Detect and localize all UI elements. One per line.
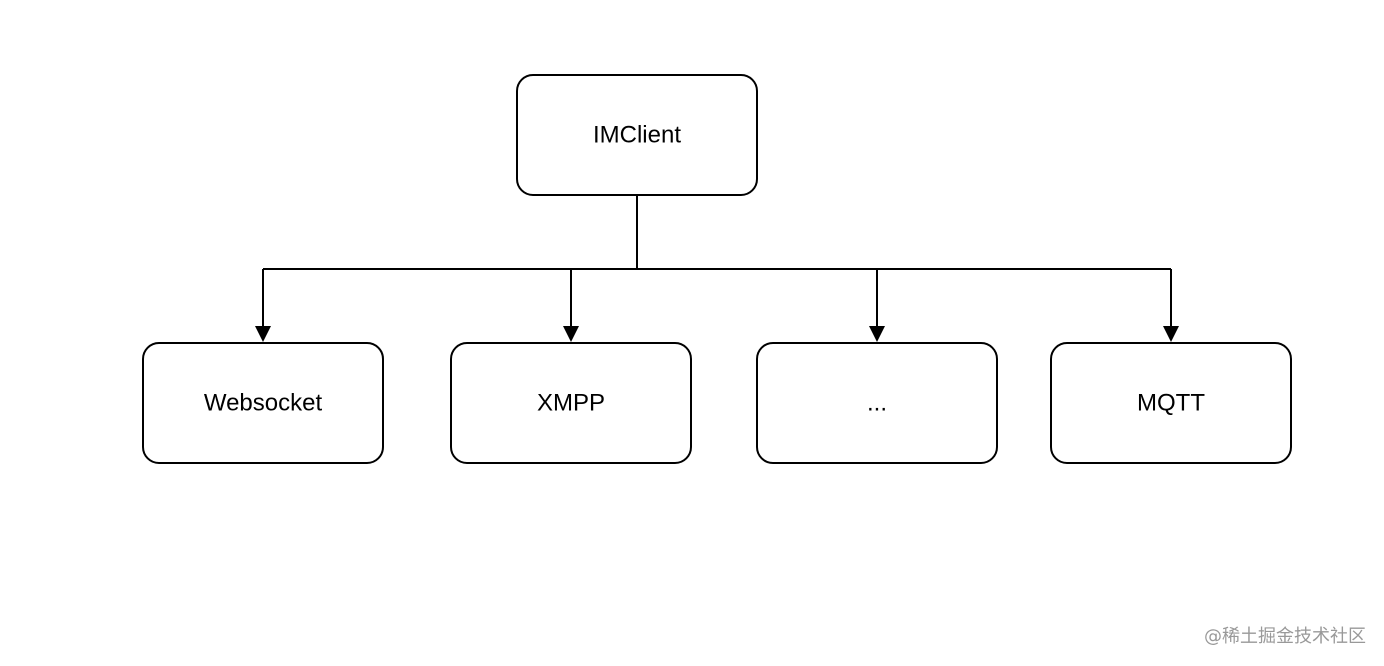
node-websocket-box	[142, 342, 384, 464]
watermark: @稀土掘金技术社区	[1204, 626, 1366, 647]
node-websocket-label: Websocket	[204, 390, 323, 417]
node-ellipsis: ...	[756, 342, 998, 464]
node-xmpp-box	[450, 342, 692, 464]
node-ellipsis-label: ...	[867, 390, 887, 417]
node-mqtt-box	[1050, 342, 1292, 464]
node-mqtt-label: MQTT	[1137, 390, 1205, 417]
arrow-mqtt	[1163, 326, 1179, 342]
node-ellipsis-box	[756, 342, 998, 464]
node-imclient-label: IMClient	[593, 122, 681, 149]
arrow-websocket	[255, 326, 271, 342]
arrow-ellipsis	[869, 326, 885, 342]
connectors	[255, 195, 1179, 342]
node-mqtt: MQTT	[1050, 342, 1292, 464]
node-websocket: Websocket	[142, 342, 384, 464]
node-imclient: IMClient	[516, 74, 758, 196]
node-xmpp-label: XMPP	[537, 390, 605, 417]
node-xmpp: XMPP	[450, 342, 692, 464]
arrow-xmpp	[563, 326, 579, 342]
